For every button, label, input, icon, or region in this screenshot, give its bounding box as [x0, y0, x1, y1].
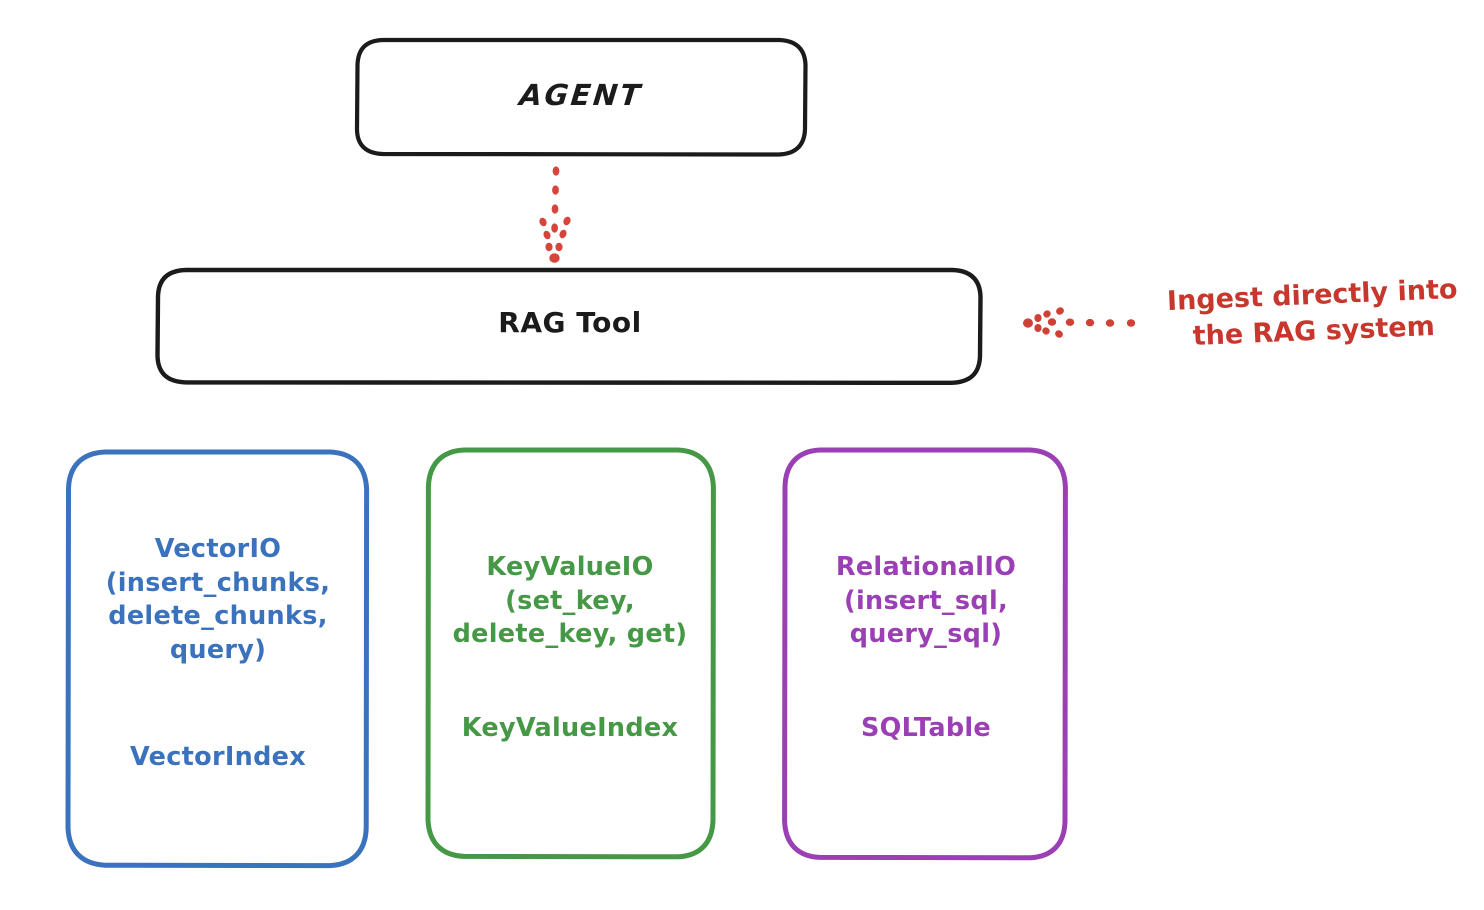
key-value-io-node[interactable] [425, 447, 716, 860]
ingest-dotted-arrow-icon [1023, 307, 1136, 338]
rag-tool-node[interactable] [155, 267, 983, 385]
relational-io-node[interactable] [782, 447, 1068, 861]
vector-io-node[interactable] [65, 449, 370, 869]
vector-io-box-outline [65, 449, 370, 869]
relational-io-box-outline [782, 447, 1068, 861]
agent-box-outline [354, 37, 808, 157]
agent-to-rag-dotted-arrow-icon [539, 166, 571, 263]
rag-tool-box-outline [155, 267, 983, 385]
key-value-io-box-outline [425, 447, 716, 860]
agent-node[interactable] [354, 37, 808, 157]
